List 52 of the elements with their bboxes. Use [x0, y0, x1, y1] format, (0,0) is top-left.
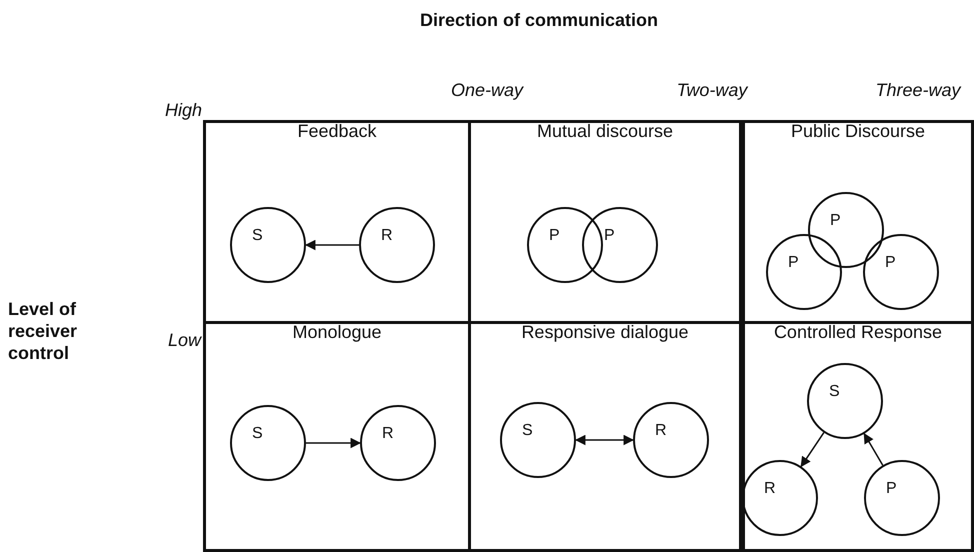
quadrant-cell: [742, 120, 974, 324]
party-circle: [582, 207, 658, 283]
party-circle: [500, 402, 576, 478]
quadrant-cell: [742, 321, 974, 552]
quadrant-cell: [203, 321, 471, 552]
party-letter: S: [252, 227, 263, 245]
cell-heading: Feedback: [296, 121, 378, 142]
party-circle: [766, 234, 842, 310]
arrow: [304, 240, 359, 250]
party-letter: S: [522, 422, 533, 440]
axis-label: Two-way: [676, 80, 748, 101]
party-circle: [230, 207, 306, 283]
party-letter: P: [886, 480, 897, 498]
party-circle: [742, 460, 818, 536]
axis-label: Low: [168, 330, 202, 351]
party-circle: [864, 460, 940, 536]
axis-label: Three-way: [875, 80, 961, 101]
party-circle: [807, 363, 883, 439]
cell-heading: Responsive dialogue: [520, 322, 690, 343]
arrow: [800, 432, 824, 468]
party-circle: [863, 234, 939, 310]
axis-label: High: [165, 100, 202, 121]
arrow: [574, 434, 634, 446]
chart-title: Direction of communication: [420, 10, 658, 31]
axis-label: One-way: [450, 80, 524, 101]
arrow: [864, 432, 884, 466]
cell-heading: Public Discourse: [790, 121, 926, 142]
party-letter: P: [885, 254, 896, 272]
party-letter: P: [604, 227, 615, 245]
cell-heading: Monologue: [291, 322, 383, 343]
party-letter: P: [830, 212, 841, 230]
quadrant-cell: [468, 321, 742, 552]
party-circle: [230, 405, 306, 481]
party-letter: P: [549, 227, 560, 245]
party-circle: [360, 405, 436, 481]
party-circle: [633, 402, 709, 478]
quadrant-cell: [203, 120, 471, 324]
cell-heading: Mutual discourse: [536, 121, 674, 142]
party-letter: R: [764, 480, 776, 498]
party-circle: [359, 207, 435, 283]
party-letter: S: [252, 425, 263, 443]
cell-heading: Controlled Response: [772, 322, 944, 343]
party-letter: S: [829, 383, 840, 401]
party-letter: R: [382, 425, 394, 443]
party-circle: [527, 207, 603, 283]
arrow: [306, 438, 362, 448]
party-letter: R: [381, 227, 393, 245]
axis-label: Level of receiver control: [8, 298, 78, 364]
party-letter: P: [788, 254, 799, 272]
party-letter: R: [655, 422, 667, 440]
party-circle: [808, 192, 884, 268]
quadrant-cell: [468, 120, 742, 324]
